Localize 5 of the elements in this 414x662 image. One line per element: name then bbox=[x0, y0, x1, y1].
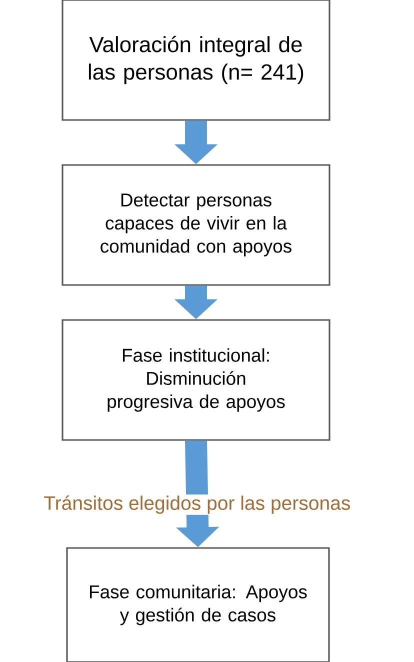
process-box: Fase institucional: Disminución progresiva de apoyos bbox=[62, 319, 330, 441]
process-box: Detectar personas capaces de vivir en la comunidad con apoyos bbox=[62, 164, 330, 286]
edge-label: Tránsitos elegidos por las personas bbox=[42, 494, 352, 515]
process-box: Valoración integral de las personas (n= 241) bbox=[62, 0, 330, 121]
process-box: Fase comunitaria: Apoyos y gestión de casos bbox=[66, 547, 330, 662]
